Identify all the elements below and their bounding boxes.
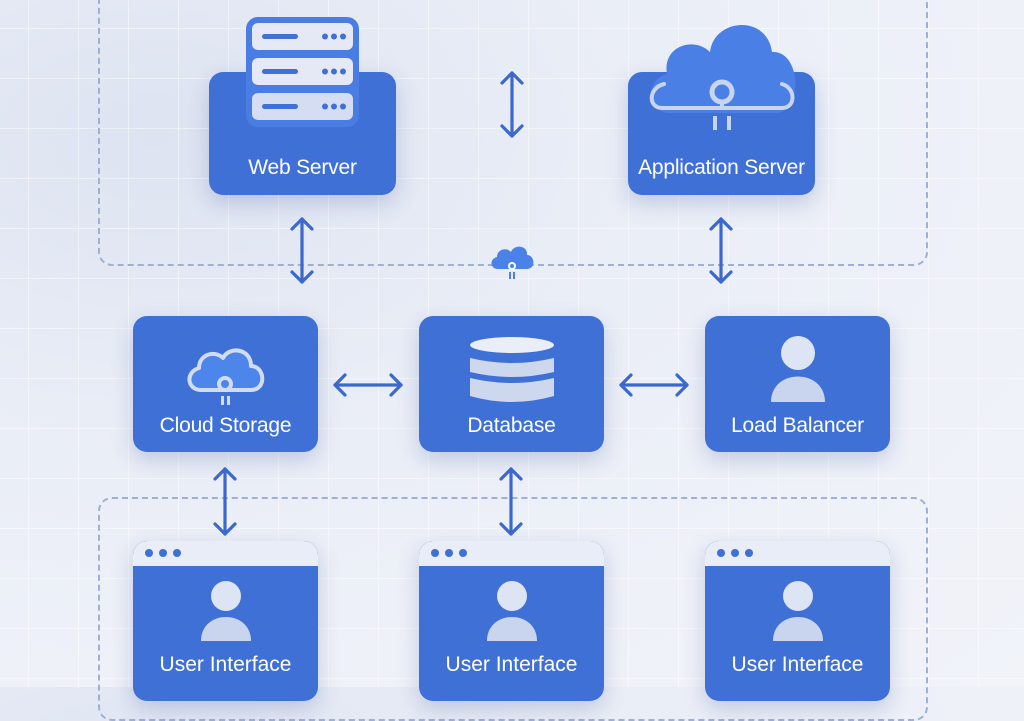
user-interface-label: User Interface [159, 653, 292, 676]
cloud-icon [187, 348, 265, 405]
server-rack-icon [246, 17, 359, 127]
window-title-bar [133, 541, 318, 566]
arrow-database-ui [499, 467, 523, 536]
cloud-storage-label: Cloud Storage [159, 414, 292, 437]
arrow-cloudstorage-ui [213, 467, 237, 536]
window-dots-icon [431, 549, 467, 557]
arrow-app-loadbalancer [709, 217, 733, 284]
web-server-node[interactable]: Web Server [209, 17, 396, 195]
user-icon [487, 581, 537, 641]
load-balancer-label: Load Balancer [731, 414, 864, 437]
database-node[interactable]: Database [419, 316, 604, 452]
cloud-icon [649, 24, 796, 130]
arrow-web-app [500, 71, 524, 138]
window-dots-icon [145, 549, 181, 557]
user-icon [773, 581, 823, 641]
arrow-web-cloudstorage [290, 217, 314, 284]
user-interface-node[interactable]: User Interface [705, 541, 890, 701]
load-balancer-node[interactable]: Load Balancer [705, 316, 890, 452]
window-title-bar [419, 541, 604, 566]
application-server-node[interactable]: Application Server [628, 24, 815, 195]
user-icon [201, 581, 251, 641]
window-dots-icon [717, 549, 753, 557]
arrow-cloudstorage-database [333, 373, 403, 397]
application-server-label: Application Server [638, 156, 805, 179]
database-label: Database [467, 414, 556, 437]
connector-cloud-icon [491, 246, 534, 279]
user-interface-node[interactable]: User Interface [133, 541, 318, 701]
cloud-storage-node[interactable]: Cloud Storage [133, 316, 318, 452]
user-interface-label: User Interface [731, 653, 864, 676]
user-interface-label: User Interface [445, 653, 578, 676]
user-icon [771, 336, 825, 402]
database-icon [470, 337, 554, 402]
window-title-bar [705, 541, 890, 566]
web-server-label: Web Server [248, 156, 357, 179]
user-interface-node[interactable]: User Interface [419, 541, 604, 701]
arrow-database-loadbalancer [619, 373, 689, 397]
